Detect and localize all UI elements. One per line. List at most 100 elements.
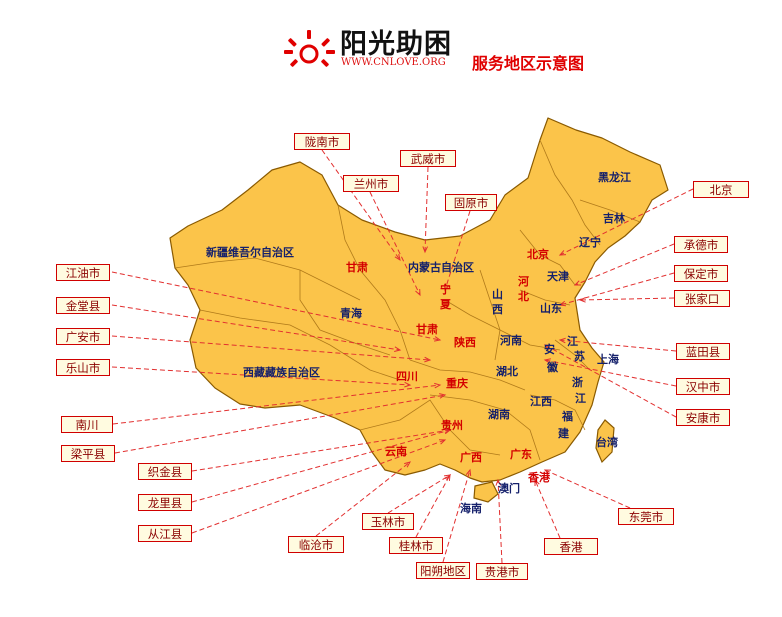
- province-label-jiangxi: 江西: [530, 395, 552, 408]
- province-label-hunan: 湖南: [488, 408, 510, 421]
- connector-arrowhead: [573, 280, 582, 286]
- city-box-lincang[interactable]: 临沧市: [288, 536, 344, 553]
- city-box-baoding[interactable]: 保定市: [674, 265, 728, 282]
- province-label-hainan: 海南: [460, 502, 482, 515]
- connector-line: [544, 469, 631, 509]
- province-label-henan: 河南: [500, 334, 522, 347]
- city-box-guigang[interactable]: 贵港市: [476, 563, 528, 580]
- connector-line: [559, 339, 677, 352]
- city-box-zhijin[interactable]: 织金县: [138, 463, 192, 480]
- province-label-zhejiang-2: 江: [575, 392, 586, 405]
- city-box-zhangjiakou[interactable]: 张家口: [674, 290, 730, 307]
- province-label-jiangsu-2: 苏: [574, 350, 585, 363]
- city-box-yulin[interactable]: 玉林市: [362, 513, 414, 530]
- connector-arrowhead: [434, 382, 442, 389]
- connector-line: [369, 191, 421, 296]
- province-label-guangdong: 广东: [510, 448, 532, 461]
- province-label-shaanxi: 陕西: [454, 336, 476, 349]
- connector-line: [415, 474, 451, 538]
- province-label-zhejiang-1: 浙: [572, 376, 583, 389]
- province-label-macau: 澳门: [498, 482, 520, 495]
- connector-line: [442, 469, 471, 563]
- city-box-longli[interactable]: 龙里县: [138, 494, 192, 511]
- city-box-guyuan[interactable]: 固原市: [445, 194, 497, 211]
- connector-line: [321, 149, 401, 261]
- city-box-leshan[interactable]: 乐山市: [56, 359, 110, 376]
- province-label-taiwan: 台湾: [596, 436, 618, 449]
- connector-arrowhead: [443, 428, 452, 435]
- connector-arrowhead: [422, 246, 428, 254]
- province-label-yunnan: 云南: [385, 445, 407, 458]
- sun-logo-icon: [284, 30, 335, 67]
- province-label-jiangsu-1: 江: [567, 335, 578, 348]
- connector-arrowhead: [444, 473, 451, 482]
- connector-arrowhead: [558, 250, 567, 256]
- city-box-congjiang[interactable]: 从江县: [138, 525, 192, 542]
- connector-arrowhead: [438, 439, 447, 445]
- connector-arrowhead: [434, 336, 442, 342]
- province-label-gansu-north: 甘肃: [346, 261, 368, 274]
- city-box-hanzhong[interactable]: 汉中市: [676, 378, 730, 395]
- brand-url: WWW.CNLOVE.ORG: [341, 57, 446, 68]
- province-label-sichuan: 四川: [396, 370, 418, 383]
- province-label-xinjiang: 新疆维吾尔自治区: [206, 246, 294, 259]
- province-label-ningxia-2: 夏: [440, 298, 451, 311]
- connector-arrowhead: [495, 478, 502, 486]
- province-label-tianjin: 天津: [547, 270, 569, 283]
- connector-arrowhead: [558, 300, 567, 307]
- connector-arrowhead: [543, 358, 551, 364]
- city-box-nanchuan[interactable]: 南川: [61, 416, 113, 433]
- province-label-chongqing: 重庆: [446, 377, 468, 390]
- province-label-hubei: 湖北: [496, 365, 518, 378]
- connector-arrowhead: [543, 469, 552, 475]
- city-box-guangan[interactable]: 广安市: [56, 328, 110, 345]
- connector-arrowhead: [415, 288, 421, 297]
- province-label-hebei-2: 北: [518, 290, 529, 303]
- connector-line: [315, 461, 411, 537]
- connector-arrowhead: [394, 254, 401, 262]
- city-box-hongkong[interactable]: 香港: [544, 538, 598, 555]
- city-box-chengde[interactable]: 承德市: [674, 236, 728, 253]
- province-label-fujian-2: 建: [558, 427, 569, 440]
- connector-line: [544, 359, 677, 387]
- china-mainland-shape: [169, 117, 669, 483]
- connector-line: [387, 474, 451, 514]
- connector-arrowhead: [394, 346, 402, 352]
- city-box-beijing[interactable]: 北京: [693, 181, 749, 198]
- brand-name: 阳光助困: [340, 29, 452, 60]
- connector-line: [111, 335, 431, 361]
- city-box-longnan[interactable]: 陇南市: [294, 133, 350, 150]
- city-box-guilin[interactable]: 桂林市: [389, 537, 443, 554]
- connector-line: [579, 297, 675, 301]
- connector-arrowhead: [404, 461, 412, 468]
- city-box-jiangyou[interactable]: 江油市: [56, 264, 110, 281]
- city-box-lantian[interactable]: 蓝田县: [676, 343, 730, 360]
- city-box-ankang[interactable]: 安康市: [676, 409, 730, 426]
- province-label-shandong: 山东: [540, 302, 562, 315]
- header: 阳光助困 WWW.CNLOVE.ORG 服务地区示意图: [0, 0, 782, 80]
- city-box-liangping[interactable]: 梁平县: [61, 445, 115, 462]
- connector-arrowhead: [424, 356, 432, 363]
- province-label-fujian-1: 福: [562, 410, 573, 423]
- connector-line: [424, 166, 429, 253]
- city-box-dongguan[interactable]: 东莞市: [618, 508, 674, 525]
- connector-arrowhead: [439, 393, 447, 399]
- province-label-gansu-south: 甘肃: [416, 323, 438, 336]
- connector-arrowhead: [543, 344, 552, 351]
- connector-arrowhead: [578, 297, 586, 303]
- city-box-lanzhou[interactable]: 兰州市: [343, 175, 399, 192]
- province-label-guangxi: 广西: [460, 451, 482, 464]
- province-label-anhui-1: 安: [544, 343, 555, 356]
- province-label-guizhou: 贵州: [441, 419, 463, 432]
- city-box-yangshuo[interactable]: 阳朔地区: [416, 562, 470, 579]
- connector-line: [191, 439, 446, 534]
- city-box-wuwei[interactable]: 武威市: [400, 150, 456, 167]
- city-box-jintang[interactable]: 金堂县: [56, 297, 110, 314]
- province-label-anhui-2: 徽: [547, 361, 558, 374]
- province-label-liaoning: 辽宁: [579, 236, 601, 249]
- connector-line: [444, 210, 471, 291]
- connector-arrowhead: [404, 381, 412, 388]
- connector-line: [112, 384, 441, 425]
- province-label-shanxi-2: 西: [492, 303, 503, 316]
